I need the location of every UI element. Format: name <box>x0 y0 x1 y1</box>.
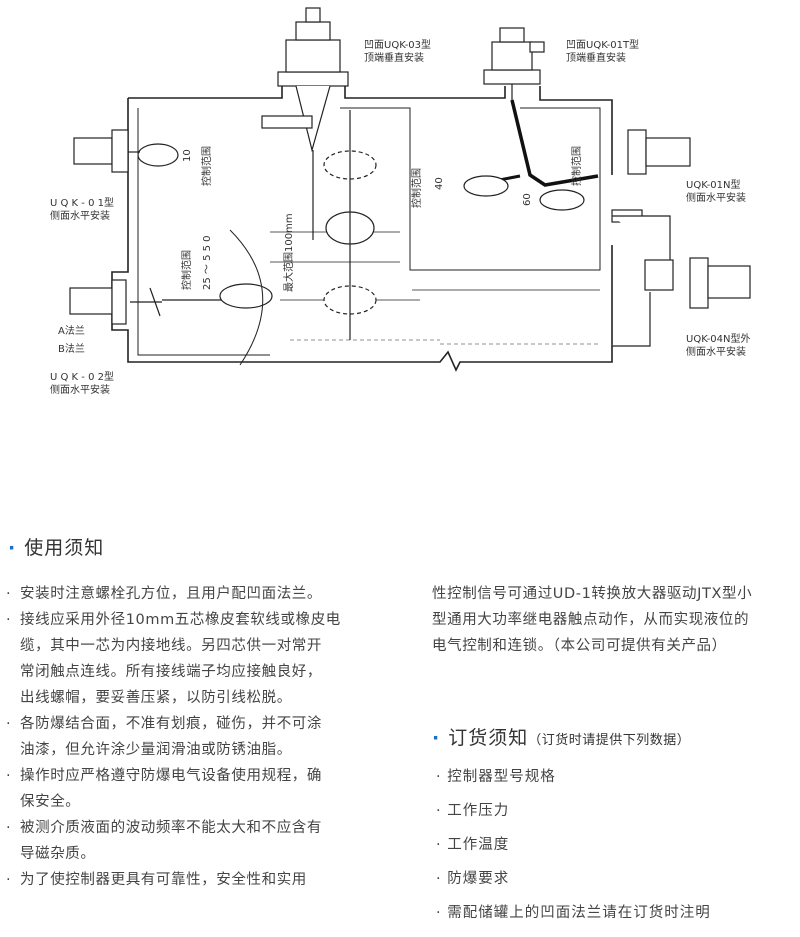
list-item: ·安装时注意螺栓孔方位，且用户配凹面法兰。 <box>6 586 322 602</box>
section-bullet: · <box>432 727 441 749</box>
label-b-flange: B法兰 <box>58 342 85 355</box>
label-control-range-low: 控制范围 <box>180 250 193 290</box>
label-dim-60: 60 <box>522 193 533 206</box>
label-uqk02-line1: U Q K - 0 2型 <box>50 370 114 383</box>
list-item: ·被测介质液面的波动频率不能太大和不应含有 <box>6 820 322 836</box>
label-uqk04n-line1: UQK-04N型外 <box>686 332 751 345</box>
label-dim-10: 10 <box>182 149 193 162</box>
section-bullet: · <box>8 537 17 559</box>
label-uqk01-line2: 侧面水平安装 <box>50 209 110 222</box>
order-item: · 工作温度 <box>436 837 510 853</box>
order-item: · 需配储罐上的凹面法兰请在订货时注明 <box>436 905 711 921</box>
usage-continuation: 性控制信号可通过UD-1转换放大器驱动JTX型小 型通用大功率继电器触点动作，从… <box>432 586 753 654</box>
order-subtitle: （订货时请提供下列数据） <box>528 733 691 748</box>
label-uqk01-line1: U Q K - 0 1型 <box>50 196 114 209</box>
list-item: ·为了使控制器更具有可靠性，安全性和实用 <box>6 872 307 888</box>
usage-title-text: 使用须知 <box>24 537 105 559</box>
label-control-range-left: 控制范围 <box>200 146 213 186</box>
float-level-controller-installation-diagram: 凹面UQK-03型 顶端垂直安装 凹面UQK-01T型 顶端垂直安装 U Q K… <box>50 7 751 396</box>
order-section-title: · 订货须知（订货时请提供下列数据） <box>432 723 690 750</box>
order-item: · 防爆要求 <box>436 871 510 887</box>
usage-list: ·安装时注意螺栓孔方位，且用户配凹面法兰。 ·接线应采用外径10mm五芯橡皮套软… <box>6 581 386 893</box>
label-control-range-mid: 控制范围 <box>410 168 423 208</box>
label-uqk01t-line1: 凹面UQK-01T型 <box>566 38 639 51</box>
label-uqk01n-line1: UQK-01N型 <box>686 178 741 191</box>
label-a-flange: A法兰 <box>58 324 85 337</box>
usage-section-title: · 使用须知 <box>8 533 104 560</box>
order-title-text: 订货须知 <box>448 727 529 749</box>
label-range-25-550: 25 ～ 5 5 0 <box>202 235 213 290</box>
label-max-range: 最大范围100mm <box>282 213 295 292</box>
label-uqk02-line2: 侧面水平安装 <box>50 383 110 396</box>
order-item: · 控制器型号规格 <box>436 769 556 785</box>
label-control-range-right: 控制范围 <box>570 146 583 186</box>
order-item: · 工作压力 <box>436 803 510 819</box>
list-item: ·操作时应严格遵守防爆电气设备使用规程，确 <box>6 768 322 784</box>
list-item: ·接线应采用外径10mm五芯橡皮套软线或橡皮电 <box>6 612 341 628</box>
label-dim-40: 40 <box>434 177 445 190</box>
label-uqk03-line2: 顶端垂直安装 <box>364 51 424 64</box>
label-uqk03-line1: 凹面UQK-03型 <box>364 38 431 51</box>
label-uqk01t-line2: 顶端垂直安装 <box>566 51 626 64</box>
label-uqk01n-line2: 侧面水平安装 <box>686 191 746 204</box>
label-uqk04n-line2: 侧面水平安装 <box>686 345 746 358</box>
list-item: ·各防爆结合面，不准有划痕，碰伤，并不可涂 <box>6 716 322 732</box>
